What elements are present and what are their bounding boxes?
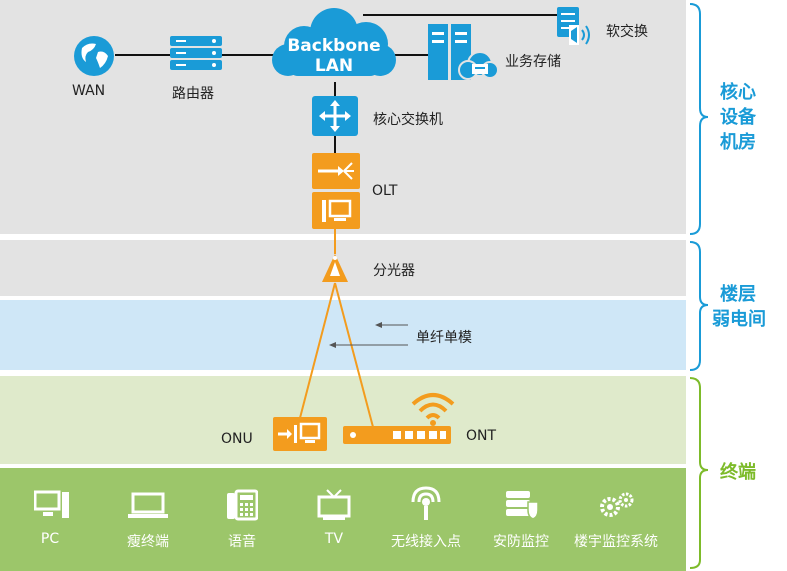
- device-label-wireless-ap: 无线接入点: [391, 534, 461, 550]
- splitter-icon: [322, 254, 348, 282]
- device-label-security: 安防监控: [493, 534, 549, 550]
- splitter-ont-fiber: [334, 282, 374, 428]
- splitter-label: 分光器: [373, 263, 415, 279]
- router-icon: [170, 36, 222, 70]
- soft-switch-label: 软交换: [606, 24, 648, 40]
- building-control-icon: [600, 492, 634, 517]
- wifi-signal-icon: [411, 393, 455, 426]
- device-label-pc: PC: [40, 531, 60, 547]
- section-floor-line1: 楼层: [720, 284, 756, 305]
- thin-client-icon: [128, 492, 168, 518]
- core-bracket: [689, 3, 709, 235]
- soft-switch-icon: [557, 7, 590, 45]
- storage-icon: [428, 24, 498, 80]
- section-floor-line2: 弱电间: [712, 309, 766, 330]
- router-label: 路由器: [172, 86, 214, 102]
- terminal-bracket: [689, 377, 709, 569]
- storage-label: 业务存储: [505, 54, 561, 70]
- splitter-onu-fiber: [299, 282, 336, 419]
- ont-label: ONT: [466, 428, 497, 444]
- device-label-tv: TV: [324, 531, 344, 547]
- section-floor: 楼层 弱电间: [712, 282, 766, 332]
- olt-icon: [312, 153, 360, 229]
- wan-globe-icon: [74, 36, 114, 76]
- section-terminal-line1: 终端: [720, 462, 756, 483]
- backbone-label-line1: Backbone: [287, 36, 381, 56]
- terminal-band: [0, 376, 686, 464]
- device-label-thin-client: 瘦终端: [127, 534, 169, 550]
- core-switch-label: 核心交换机: [373, 112, 443, 128]
- security-monitor-icon: [506, 491, 539, 520]
- wan-label: WAN: [72, 83, 106, 99]
- backbone-label-line2: LAN: [314, 56, 354, 76]
- fiber-label: 单纤单模: [416, 330, 472, 346]
- fiber-arrow-2: [329, 342, 408, 348]
- section-terminal: 终端: [720, 460, 756, 485]
- floor-band: [0, 240, 686, 296]
- tv-icon: [317, 489, 351, 520]
- section-core: 核心 设备 机房: [720, 80, 756, 155]
- device-label-phone: 语音: [228, 534, 256, 550]
- pc-icon: [34, 490, 69, 518]
- section-core-line1: 核心: [720, 82, 756, 103]
- section-core-line3: 机房: [720, 132, 756, 153]
- backbone-cloud-icon: [272, 8, 396, 76]
- onu-label: ONU: [221, 431, 253, 447]
- floor-bracket: [689, 241, 709, 371]
- onu-icon: [273, 417, 327, 451]
- olt-label: OLT: [372, 183, 398, 199]
- phone-icon: [227, 489, 258, 521]
- core-switch-icon: [312, 96, 358, 136]
- fiber-arrow-1: [375, 322, 408, 328]
- ont-icon: [343, 426, 451, 444]
- wireless-ap-icon: [411, 486, 441, 520]
- section-core-line2: 设备: [720, 107, 756, 128]
- device-label-building: 楼宇监控系统: [574, 534, 658, 550]
